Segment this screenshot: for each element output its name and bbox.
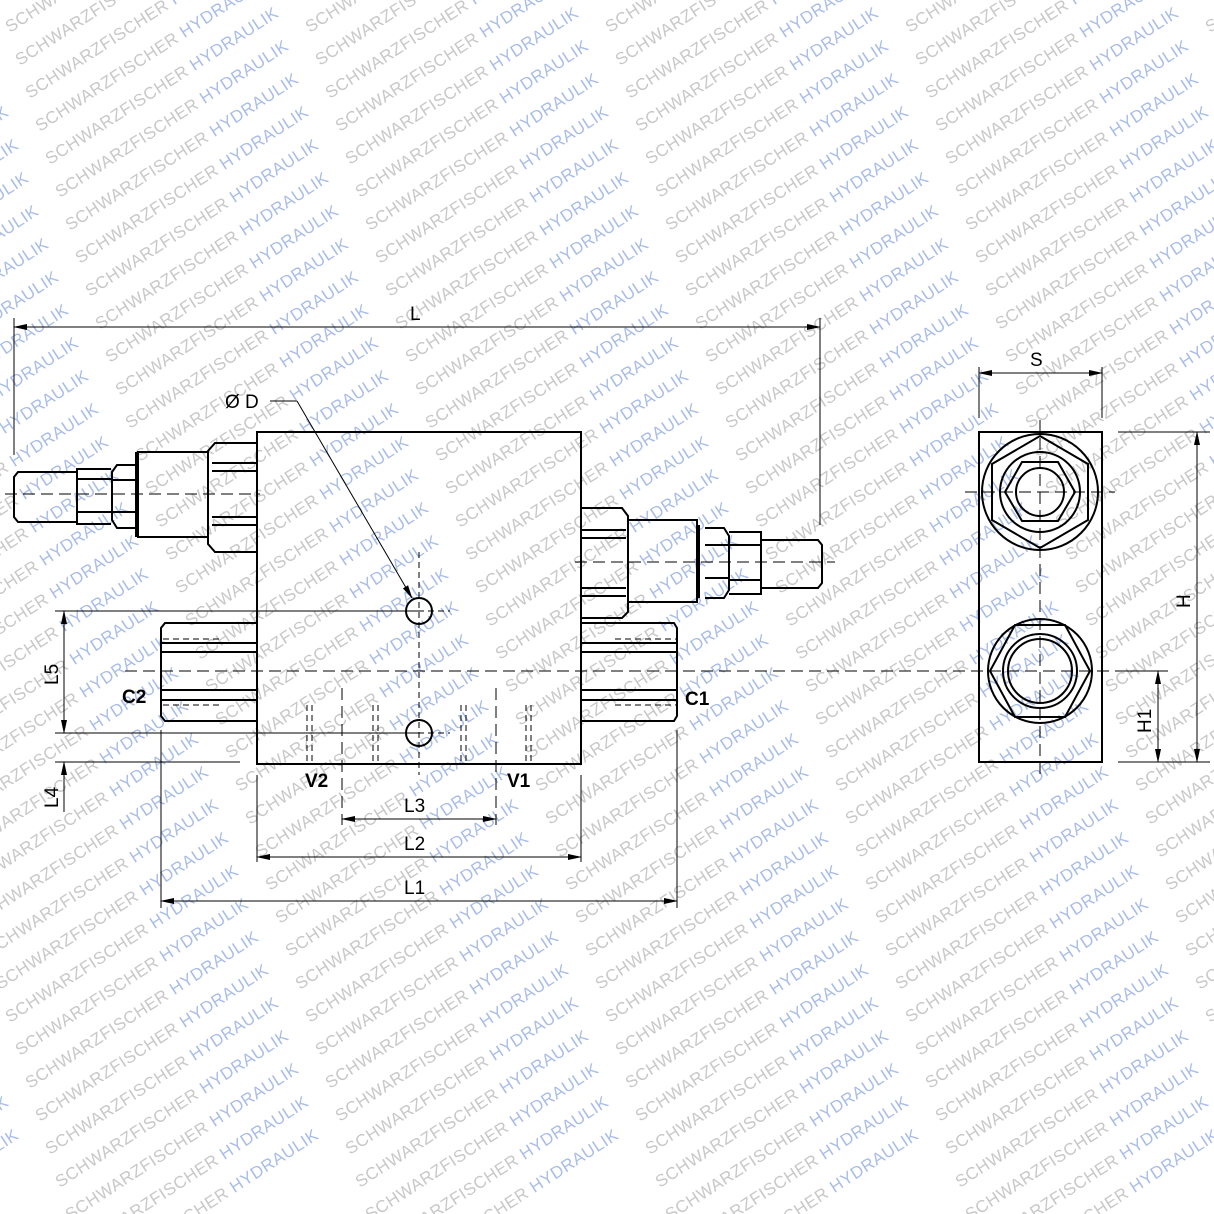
watermark-text: SCHWARZFISCHER HYDRAULIK (1192, 0, 1214, 3)
dim-label-H: H (1174, 594, 1195, 608)
dim-label-diameter-D: Ø D (225, 392, 259, 413)
dim-label-L1: L1 (404, 878, 425, 899)
port-c2-fitting (160, 622, 257, 722)
port-label-C2: C2 (122, 687, 146, 708)
left-cartridge (5, 442, 260, 553)
dim-label-L3: L3 (404, 796, 425, 817)
v-ports-hidden (306, 688, 532, 825)
dim-label-H1: H1 (1135, 709, 1156, 733)
port-c1-fitting (581, 622, 678, 722)
watermark-text: SCHWARZFISCHER HYDRAULIK (0, 1125, 22, 1214)
port-label-C1: C1 (685, 689, 710, 710)
port-label-V2: V2 (305, 771, 328, 792)
front-view (5, 318, 1125, 908)
dim-label-S: S (1030, 350, 1043, 371)
port-label-V1: V1 (507, 771, 531, 792)
dim-label-L: L (410, 304, 421, 325)
right-cartridge (575, 507, 835, 619)
side-view (965, 367, 1210, 780)
dim-label-L4: L4 (42, 786, 63, 808)
dim-label-L2: L2 (404, 834, 425, 855)
watermark-text: SCHWARZFISCHER HYDRAULIK (1202, 0, 1214, 36)
dim-label-L5: L5 (42, 664, 63, 685)
